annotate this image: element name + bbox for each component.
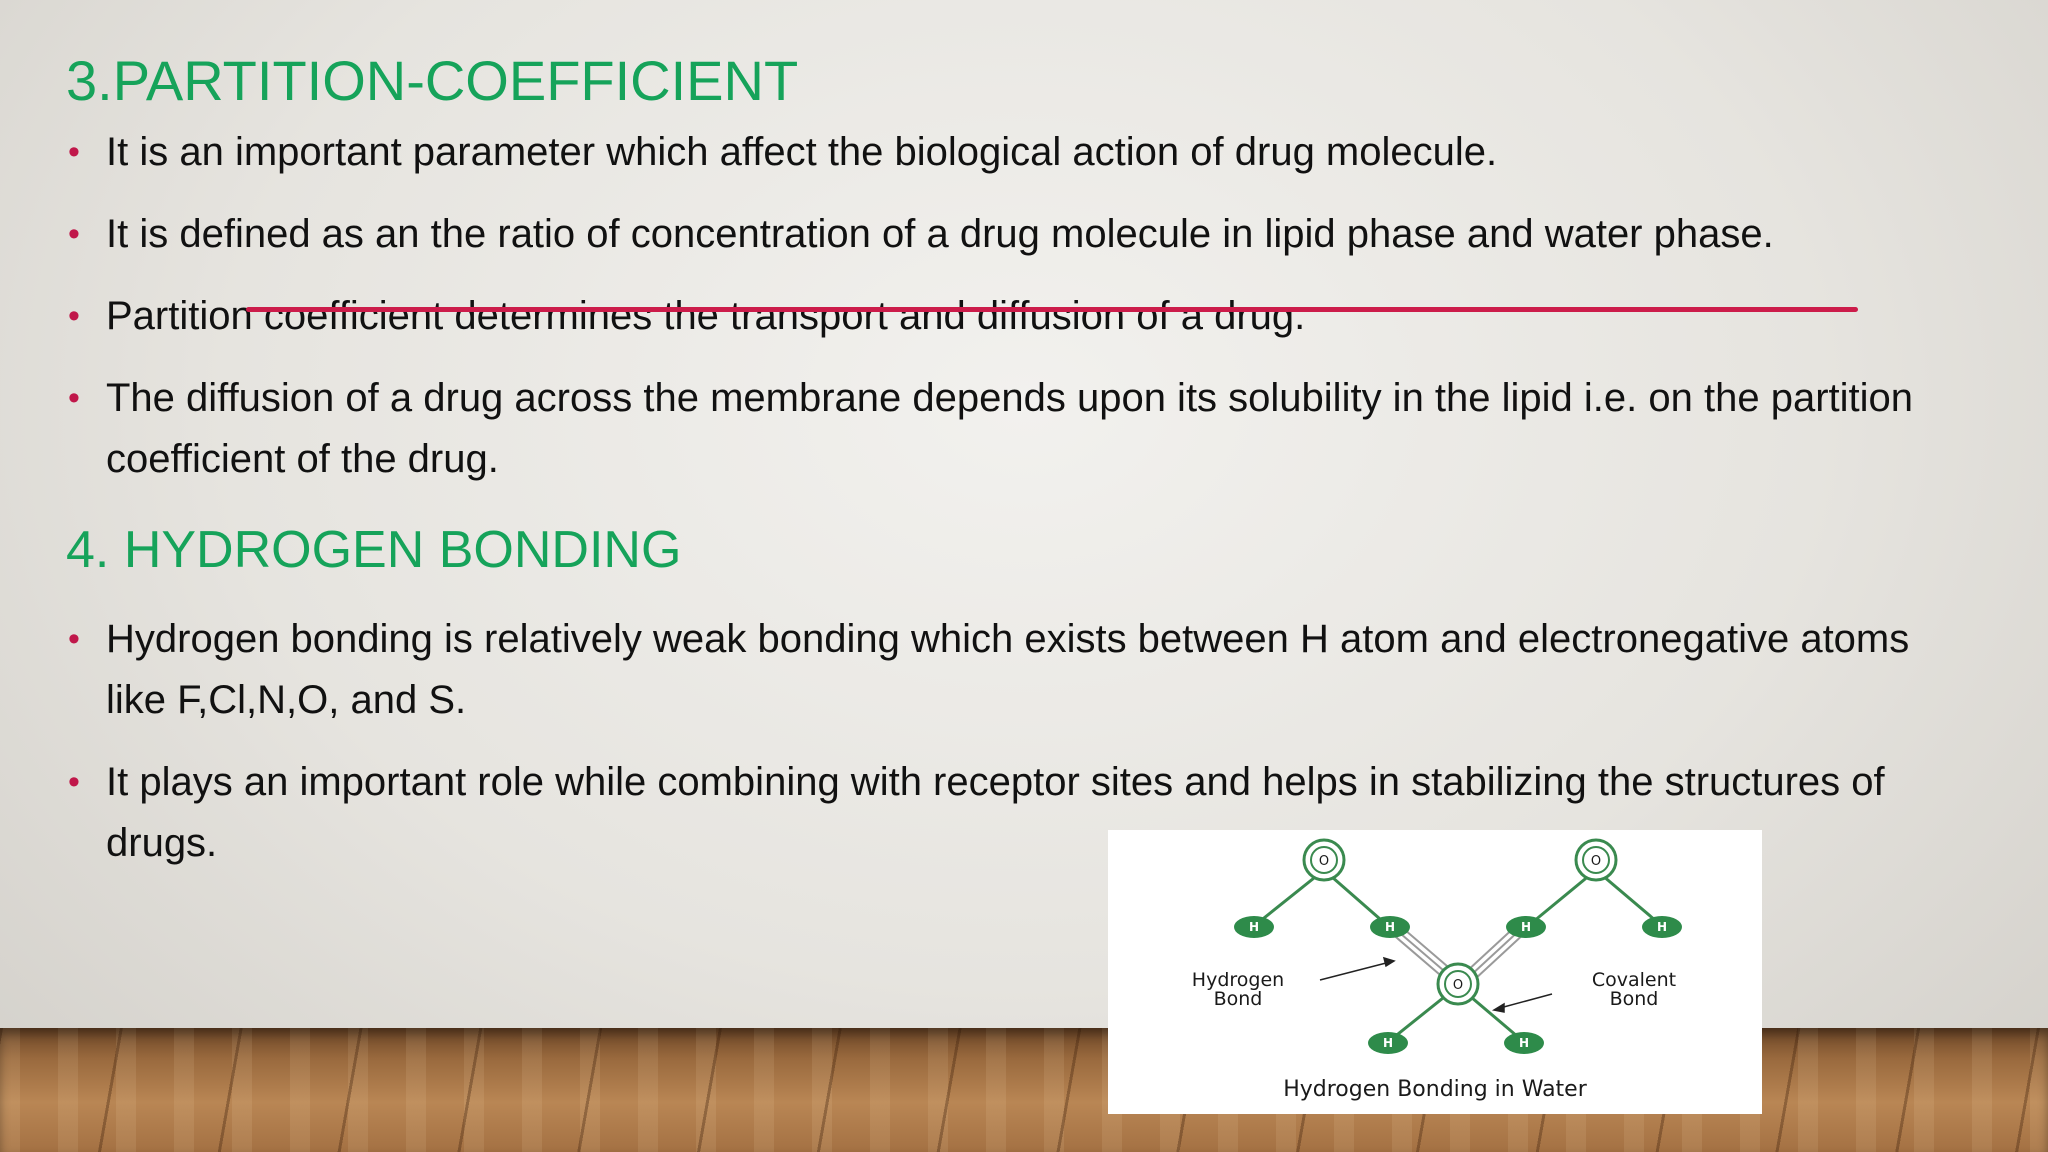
- bullet-item: • It is defined as an the ratio of concen…: [66, 204, 1976, 265]
- bullet-dot-icon: •: [68, 763, 80, 801]
- svg-text:H: H: [1383, 1036, 1393, 1050]
- hydrogen-bond-label-line2: Bond: [1214, 988, 1263, 1010]
- hydrogen-bonding-diagram: O O O H H H H H H: [1108, 830, 1762, 1114]
- oxygen-atom-top-left: O: [1302, 838, 1346, 882]
- svg-text:H: H: [1521, 920, 1531, 934]
- bullet-dot-icon: •: [68, 133, 80, 171]
- bullet-dot-icon: •: [68, 297, 80, 335]
- partition-coefficient-bullet-list: • It is an important parameter which affe…: [66, 122, 1976, 511]
- bullet-item: • Hydrogen bonding is relatively weak bon…: [66, 609, 1976, 731]
- bullet-text: Hydrogen bonding is relatively weak bond…: [106, 617, 1910, 722]
- oxygen-atom-top-right: O: [1574, 838, 1618, 882]
- covalent-bond-label-line2: Bond: [1610, 988, 1659, 1010]
- water-molecules-svg: O O O H H H H H H: [1192, 838, 1682, 1102]
- section-title-hydrogen-bonding: 4. HYDROGEN BONDING: [66, 521, 682, 579]
- bullet-dot-icon: •: [68, 215, 80, 253]
- covalent-bond-lines: [1253, 868, 1663, 1044]
- section-title-partition-coefficient: 3.PARTITION-COEFFICIENT: [66, 49, 799, 112]
- bullet-text: It plays an important role while combini…: [106, 760, 1885, 865]
- hydrogen-bond-hatch: [1389, 923, 1527, 981]
- annotation-strike-line: [246, 307, 1858, 312]
- bullet-item: • The diffusion of a drug across the memb…: [66, 368, 1976, 490]
- bullet-item: • It is an important parameter which affe…: [66, 122, 1976, 183]
- bullet-item: • It plays an important role while combin…: [66, 752, 1976, 874]
- bullet-text: It is defined as an the ratio of concent…: [106, 212, 1774, 256]
- hydrogen-atoms: [1234, 916, 1682, 1054]
- svg-text:O: O: [1319, 854, 1329, 869]
- covalent-bond-label-line1: Covalent: [1592, 969, 1676, 991]
- bullet-text: The diffusion of a drug across the membr…: [106, 376, 1914, 481]
- hydrogen-bonding-bullet-list: • Hydrogen bonding is relatively weak bon…: [66, 609, 1976, 895]
- bullet-text: Partition coefficient determines the tra…: [106, 294, 1306, 338]
- bullet-dot-icon: •: [68, 620, 80, 658]
- svg-text:H: H: [1519, 1036, 1529, 1050]
- svg-text:H: H: [1385, 920, 1395, 934]
- bullet-text: It is an important parameter which affec…: [106, 130, 1498, 174]
- oxygen-atom-center: O: [1436, 962, 1480, 1006]
- svg-text:O: O: [1453, 978, 1463, 993]
- label-arrows: [1319, 956, 1553, 1013]
- svg-text:H: H: [1249, 920, 1259, 934]
- hydrogen-bond-label-line1: Hydrogen: [1192, 969, 1284, 991]
- figure-caption: Hydrogen Bonding in Water: [1283, 1077, 1587, 1102]
- hydrogen-atom-labels: H H H H H H: [1249, 920, 1667, 1050]
- bullet-item: • Partition coefficient determines the tr…: [66, 286, 1976, 347]
- bullet-dot-icon: •: [68, 379, 80, 417]
- svg-text:O: O: [1591, 854, 1601, 869]
- svg-text:H: H: [1657, 920, 1667, 934]
